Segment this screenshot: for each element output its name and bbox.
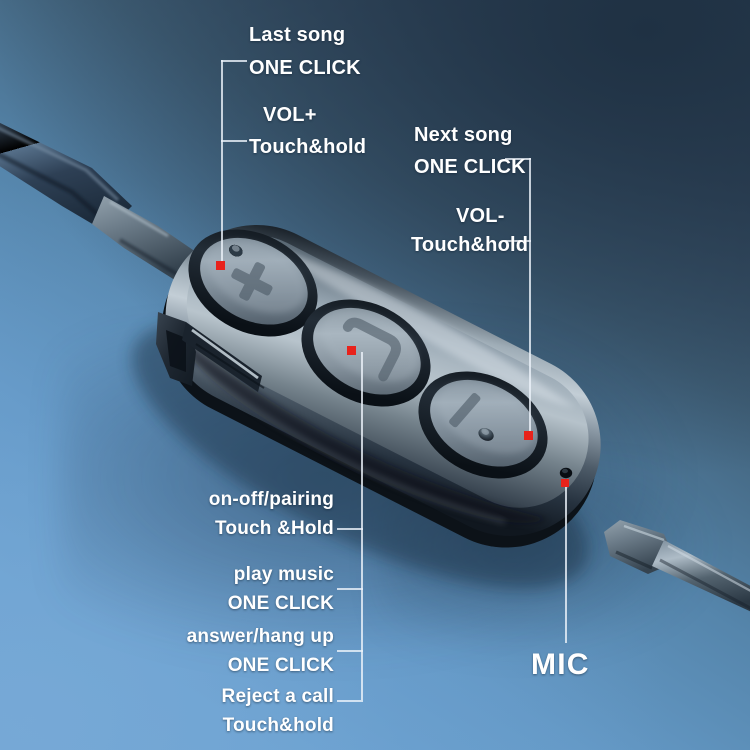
marker-volume-up [216,261,225,270]
leader-top-left-tick-2 [221,140,247,142]
label-mic: MIC [531,648,590,681]
mic-hole [559,467,573,479]
label-last-song-action: ONE CLICK [249,57,361,79]
leader-bottom-tick-2 [337,588,363,590]
cable-lower [652,540,750,612]
strain-relief-lower [604,520,676,574]
strain-relief-upper [92,196,196,282]
clip-bracket [156,312,265,392]
cable-upper [0,122,132,232]
surface-shadow-secondary [380,470,720,660]
marker-volume-down [524,431,533,440]
handset-icon [342,317,401,382]
label-reject-call-title: Reject a call [221,686,334,707]
module-body [161,225,601,548]
plus-icon [231,262,273,301]
label-answer-hangup-title: answer/hang up [186,626,334,647]
leader-top-right-tick-1 [505,158,531,160]
label-answer-hangup-action: ONE CLICK [227,655,334,676]
label-vol-down-title: VOL- [456,205,505,227]
leader-top-right-tick-2 [505,240,531,242]
marker-mic [561,479,569,487]
label-next-song-title: Next song [414,124,513,146]
label-on-off-pairing-action: Touch &Hold [215,518,334,539]
leader-top-left-tick-1 [221,60,247,62]
leader-mic-spine [565,483,567,643]
volume-up-button [188,229,318,337]
leader-top-right-spine [529,158,531,435]
leader-bottom-spine [361,352,363,700]
leader-bottom-tick-1 [337,528,363,530]
label-next-song-action: ONE CLICK [414,156,526,178]
label-last-song-title: Last song [249,24,346,46]
label-reject-call-action: Touch&hold [222,715,334,736]
label-play-music-title: play music [233,564,334,585]
led-indicator [478,427,494,441]
marker-call-button [347,346,356,355]
minus-bar-icon [449,392,481,428]
surface-shadow [60,330,680,660]
module-cast-shadow [132,321,588,589]
label-vol-up-title: VOL+ [263,104,317,126]
call-button [301,299,431,407]
label-vol-down-action: Touch&hold [411,234,529,256]
label-play-music-action: ONE CLICK [227,593,334,614]
leader-top-left-spine [221,60,223,265]
leader-bottom-tick-3 [337,650,363,652]
leader-bottom-tick-4 [337,700,363,702]
label-on-off-pairing-title: on-off/pairing [208,489,334,510]
label-vol-up-action: Touch&hold [249,136,367,158]
volume-down-button [418,371,548,479]
